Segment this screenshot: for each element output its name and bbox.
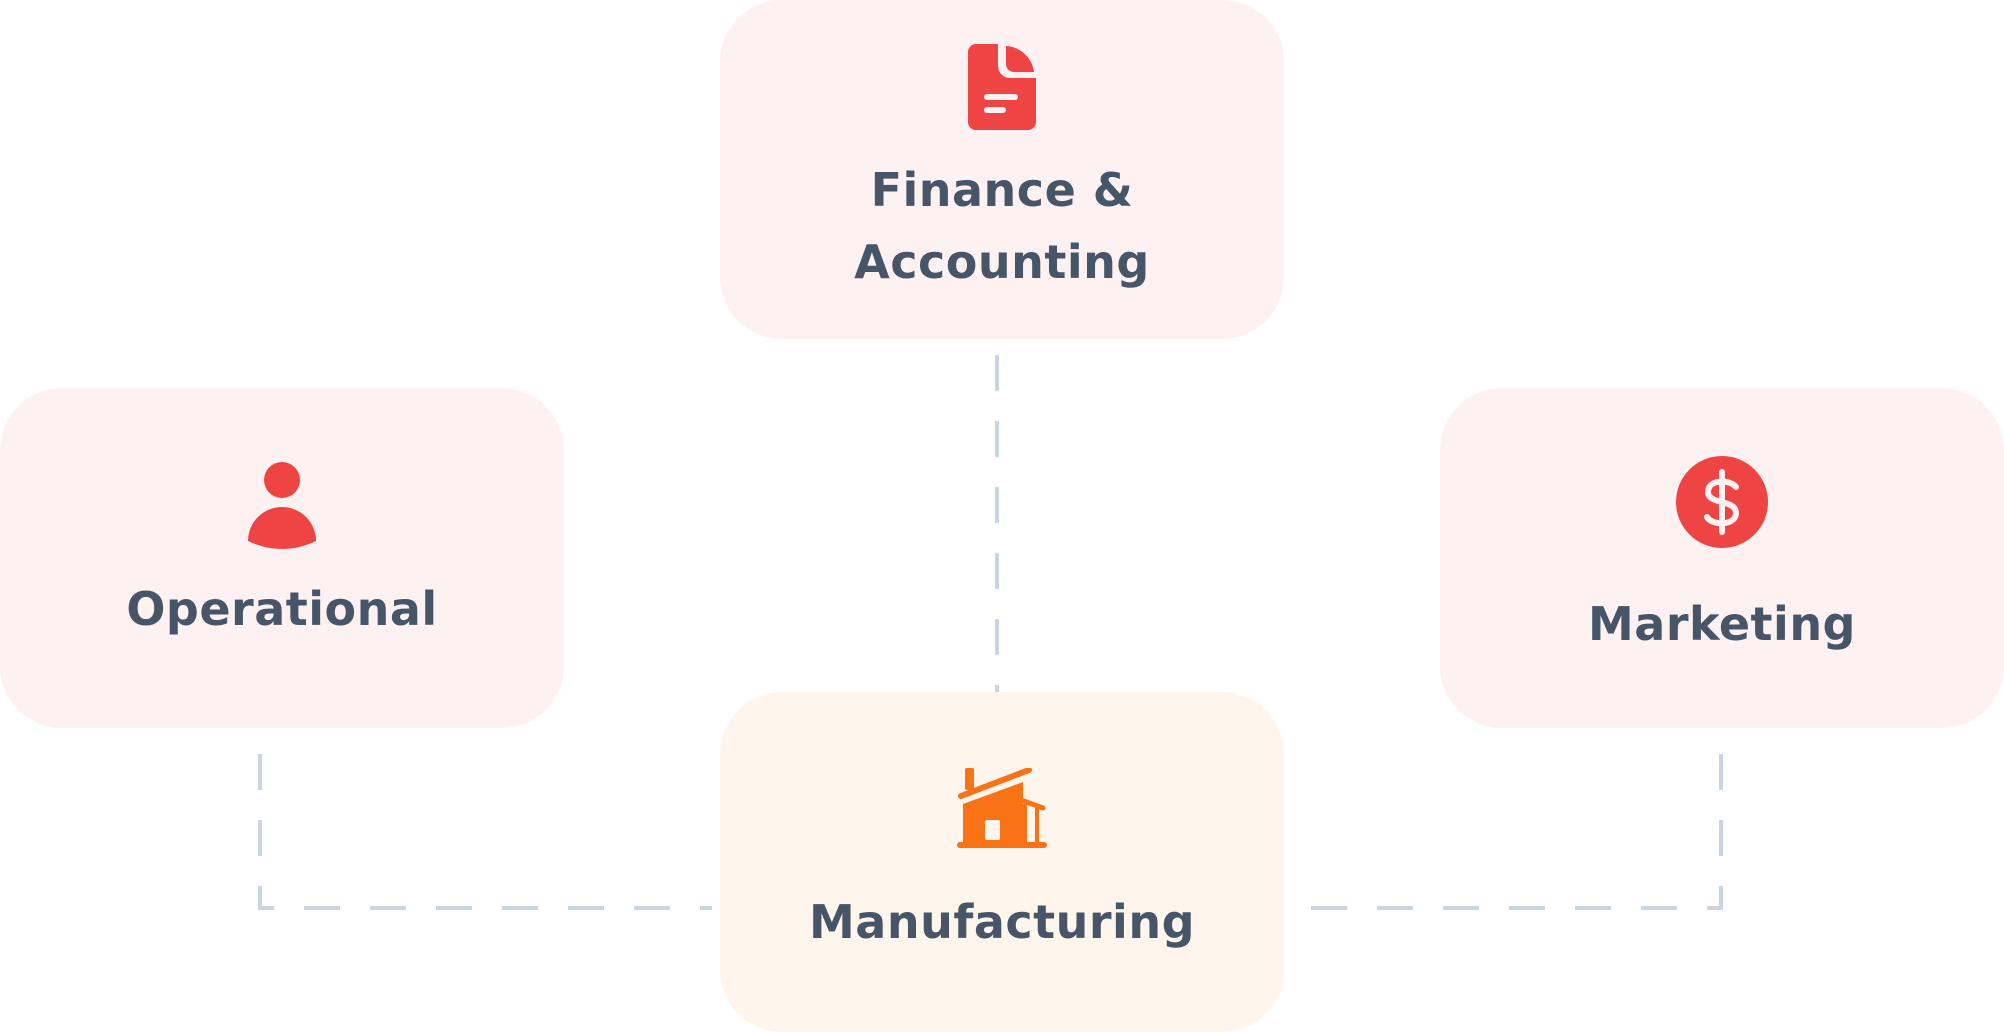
manufacturing-card[interactable]: Manufacturing (720, 692, 1284, 1032)
finance-accounting-label-line2: Accounting (854, 234, 1150, 289)
finance-accounting-label-line1: Finance & (870, 162, 1134, 217)
connector-operational-manufacturing (258, 754, 712, 910)
connector-marketing-manufacturing (1308, 754, 1723, 910)
factory-icon (957, 768, 1047, 848)
dollar-icon (1676, 456, 1768, 548)
marketing-card[interactable]: Marketing (1440, 388, 2004, 728)
operational-card[interactable]: Operational (0, 388, 564, 728)
marketing-label: Marketing (1588, 597, 1856, 651)
finance-accounting-card[interactable]: Finance & Accounting (720, 0, 1284, 339)
person-icon (248, 462, 316, 549)
operational-label: Operational (126, 582, 438, 636)
document-icon (968, 43, 1036, 130)
manufacturing-label: Manufacturing (809, 895, 1195, 949)
